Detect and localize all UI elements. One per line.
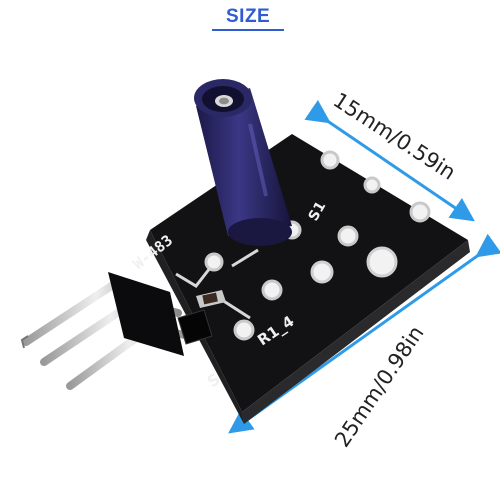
pcb-board bbox=[146, 134, 470, 424]
mounting-holes bbox=[204, 150, 431, 341]
tilt-switch bbox=[194, 79, 292, 246]
pcb-traces bbox=[175, 248, 259, 320]
width-arrow bbox=[304, 99, 475, 222]
size-title: SIZE bbox=[212, 4, 285, 31]
smd-chip bbox=[177, 309, 213, 345]
smd-resistor bbox=[196, 290, 226, 308]
pin-header-block bbox=[108, 272, 184, 356]
